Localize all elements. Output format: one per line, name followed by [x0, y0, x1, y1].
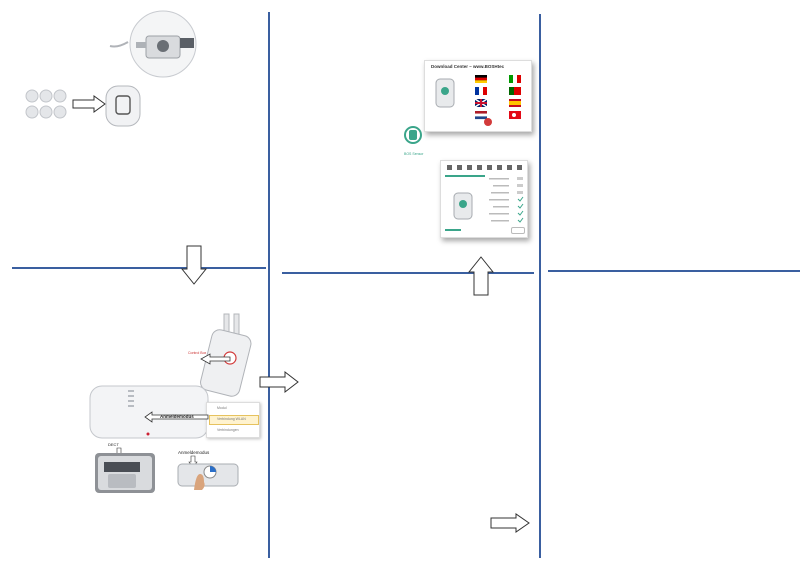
- arrow-left-small-icon: [200, 353, 231, 365]
- language-flags-grid: [474, 75, 521, 120]
- divider-middle-horizontal: [282, 272, 534, 274]
- app-icon: [404, 126, 422, 144]
- arrow-down-icon: [180, 245, 208, 285]
- menu-item-highlight: [209, 415, 259, 425]
- settings-footer-link: [445, 229, 461, 231]
- mounting-plate-illustration: [105, 85, 141, 127]
- router-port-photo: [95, 453, 155, 493]
- sensor-device-illustration-2: [453, 192, 473, 220]
- settings-footer-button: [511, 227, 525, 234]
- arrow-up-icon: [467, 256, 495, 296]
- arrow-left-label-icon: [144, 411, 209, 423]
- sensor-base-illustration: [109, 10, 197, 78]
- divider-left-horizontal: [12, 267, 266, 269]
- settings-rows: [489, 177, 524, 223]
- sensor-device-illustration: [435, 78, 455, 108]
- divider-right-horizontal: [548, 270, 800, 272]
- divider-right-vertical: [539, 14, 541, 558]
- registration-mode-label-1: Anmeldemodus: [160, 414, 194, 419]
- router-menu-panel: Modul Verbindung WLAN Verbindungen: [206, 402, 260, 438]
- menu-item-modul: Modul: [217, 406, 227, 410]
- registration-mode-label-2: Anmeldemodus: [178, 450, 210, 455]
- control-box-label: Control Box: [188, 351, 207, 355]
- arrow-right-large-icon: [259, 370, 299, 394]
- control-box-device: [200, 313, 252, 397]
- router-button-photo: [177, 463, 239, 490]
- settings-header-line: [445, 175, 485, 177]
- app-icon-label: BOS Sensor: [404, 152, 424, 156]
- arrow-right-icon: [72, 95, 106, 113]
- app-toolbar-icons: [447, 165, 522, 170]
- app-settings-card: [440, 160, 528, 238]
- download-center-card: Download Center – www.BOSHtec: [424, 60, 532, 132]
- menu-item-wlan: Verbindung WLAN: [217, 417, 246, 421]
- arrow-right-next-icon: [490, 513, 530, 533]
- menu-item-verbindungen: Verbindungen: [217, 428, 239, 432]
- adhesive-pads-illustration: [25, 89, 67, 119]
- divider-left-vertical: [268, 12, 270, 558]
- brand-seal-icon: [484, 118, 492, 126]
- dect-port-label: DECT: [108, 442, 119, 447]
- download-center-title: Download Center – www.BOSHtec: [431, 64, 505, 69]
